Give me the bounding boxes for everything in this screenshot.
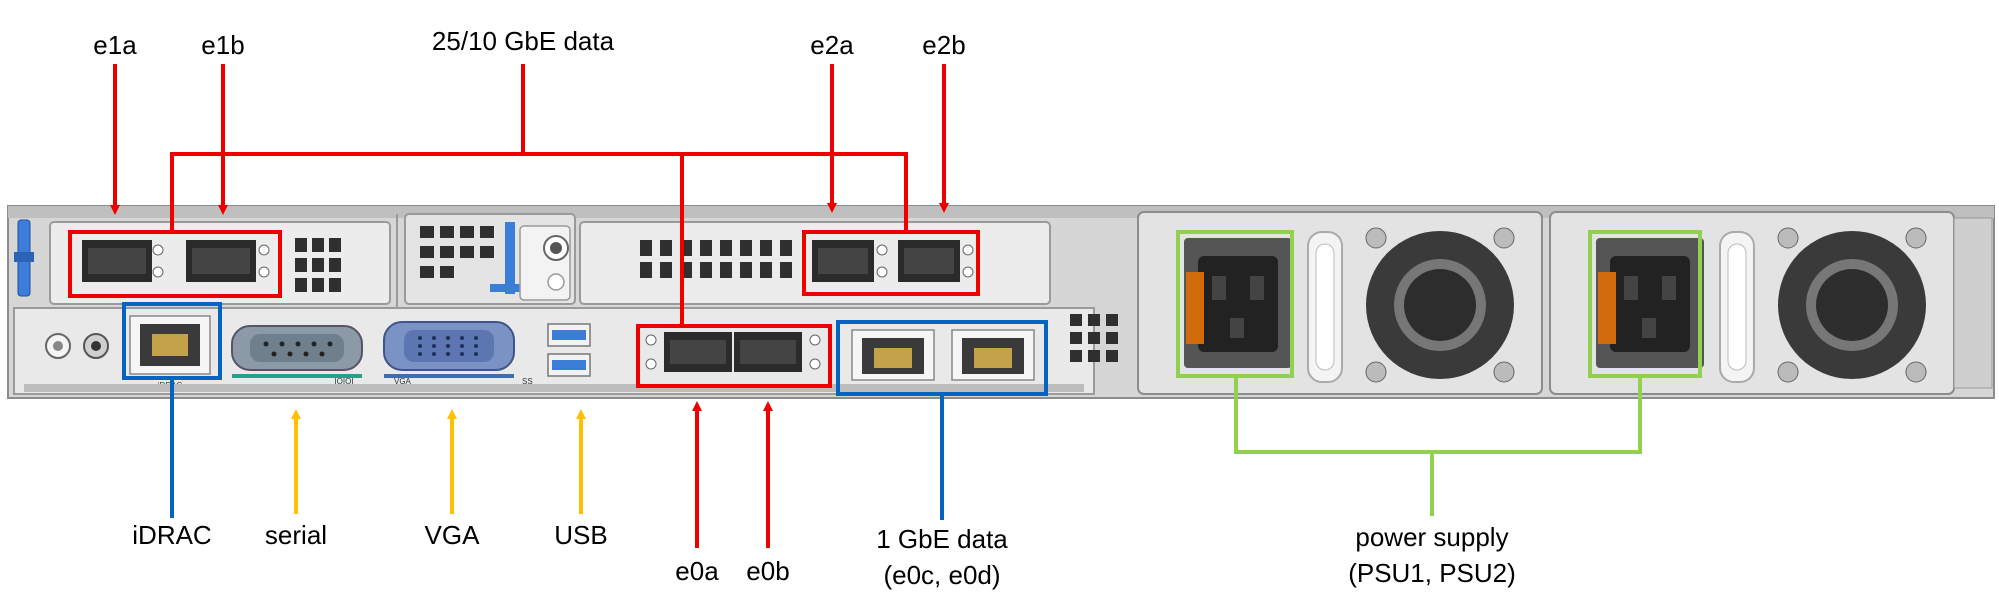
label-power-supply: power supply [1355, 522, 1508, 552]
port-e0a [645, 332, 732, 372]
label-vga: VGA [425, 520, 481, 550]
label-e0b: e0b [746, 556, 789, 586]
label-serial: serial [265, 520, 327, 550]
vent-grid-right [1070, 314, 1118, 362]
callout-lines-blue [170, 378, 944, 520]
label-idrac: iDRAC [132, 520, 211, 550]
power-supply-2 [1596, 227, 1927, 383]
vent-grid-left [295, 238, 341, 292]
highlight-box-e1 [68, 230, 282, 298]
label-e1a: e1a [93, 30, 137, 60]
port-e0b [734, 332, 821, 372]
system-id-button-icon [45, 333, 109, 359]
port-serial: IOIOI [231, 325, 363, 386]
highlight-box-e2 [802, 230, 980, 296]
port-usb: SS [522, 323, 591, 386]
bottom-slot-vents [24, 384, 1084, 392]
label-usb: USB [554, 520, 607, 550]
highlight-box-psu2 [1588, 230, 1702, 378]
serial-panel-tag: IOIOI [334, 377, 353, 386]
label-e0a: e0a [675, 556, 719, 586]
arrows-yellow [291, 409, 586, 514]
port-e1b [186, 240, 270, 282]
label-1-gbe-data: 1 GbE data [876, 524, 1008, 554]
vent-grid-center [420, 226, 494, 278]
port-e0d [951, 329, 1035, 381]
label-e0c-e0d: (e0c, e0d) [883, 560, 1000, 590]
label-e1b: e1b [201, 30, 244, 60]
blue-handle-icon [490, 222, 571, 301]
label-psu1-psu2: (PSU1, PSU2) [1348, 558, 1516, 588]
port-e0c [851, 329, 935, 381]
port-e2b [898, 240, 974, 282]
label-25-10-gbe-data: 25/10 GbE data [432, 26, 615, 56]
port-e2a [812, 240, 888, 282]
label-e2a: e2a [810, 30, 854, 60]
callout-lines-green [1234, 376, 1642, 516]
vga-panel-tag: VGA [394, 377, 412, 386]
arrows-red [110, 64, 949, 548]
usb-panel-tag: SS [522, 377, 533, 386]
port-idrac: iDRAC [129, 315, 211, 390]
vent-grid-riser [640, 240, 792, 278]
label-e2b: e2b [922, 30, 965, 60]
callout-lines-red [170, 64, 908, 326]
power-supply-1 [1184, 227, 1515, 383]
highlight-box-e0ab [636, 324, 832, 388]
port-vga: VGA [383, 321, 515, 386]
port-e1a [82, 240, 164, 282]
release-latch-icon [14, 219, 34, 297]
